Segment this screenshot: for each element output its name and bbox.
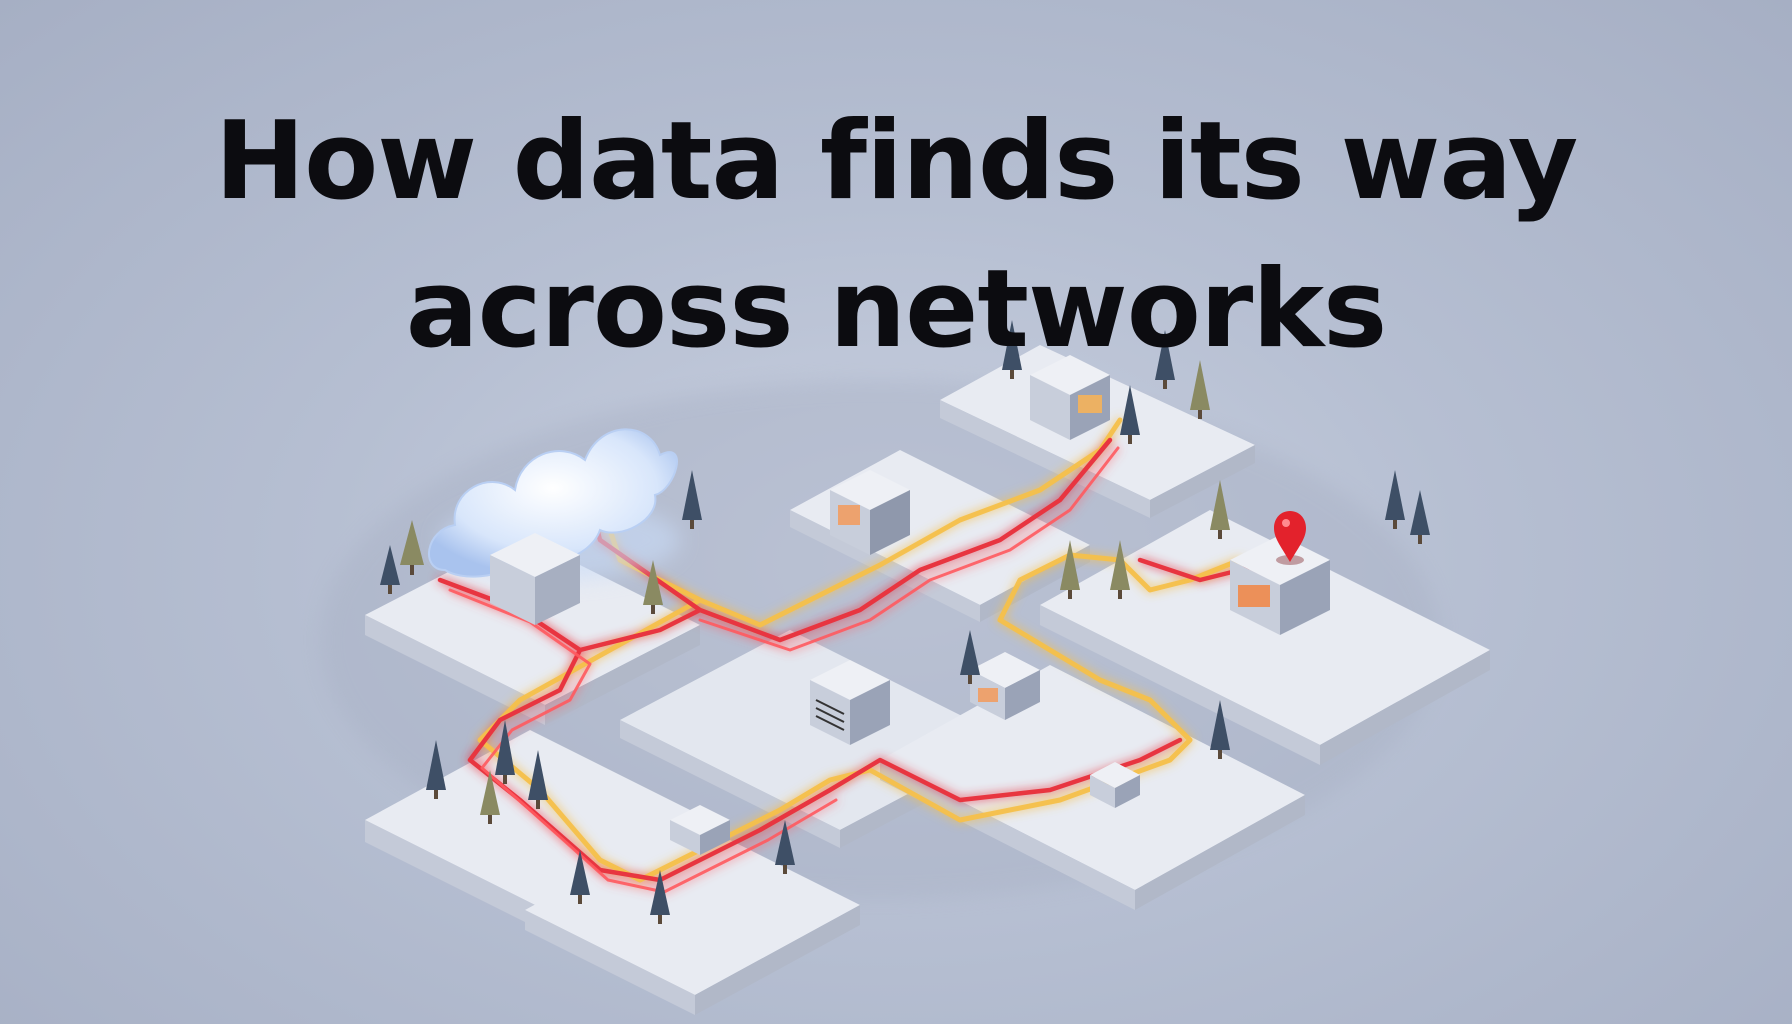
headline-line-2: across networks xyxy=(405,247,1388,372)
tree-icon xyxy=(426,740,446,799)
building-icon xyxy=(670,805,730,855)
location-pin-icon xyxy=(1274,511,1306,565)
data-paths xyxy=(437,417,1293,894)
tree-icon xyxy=(380,545,400,594)
tree-icon xyxy=(570,850,590,904)
tree-icon xyxy=(480,770,500,824)
tree-icon xyxy=(1110,540,1130,599)
tree-icon xyxy=(960,630,980,684)
server-icon xyxy=(810,660,890,745)
building-icon xyxy=(490,533,580,625)
data-path-red-2 xyxy=(448,446,1120,894)
tree-icon xyxy=(682,470,702,529)
data-path-red-1 xyxy=(437,437,1293,883)
tree-icon xyxy=(1002,320,1022,379)
tree-icon xyxy=(650,870,670,924)
tree-icon xyxy=(1120,385,1140,444)
tree-icon xyxy=(775,820,795,874)
tree-icon xyxy=(1190,360,1210,419)
headline: How data finds its way across networks xyxy=(0,88,1792,384)
headline-line-1: How data finds its way xyxy=(214,99,1579,224)
trees xyxy=(380,320,1430,924)
tree-icon xyxy=(1210,700,1230,759)
building-icon xyxy=(1030,355,1110,440)
building-icon xyxy=(1090,762,1140,808)
buildings xyxy=(490,355,1330,855)
tree-icon xyxy=(1210,480,1230,539)
tree-icon xyxy=(1060,540,1080,599)
tree-icon xyxy=(1410,490,1430,544)
tree-icon xyxy=(1155,330,1175,389)
tree-icon xyxy=(528,750,548,809)
building-icon xyxy=(1230,535,1330,635)
tree-icon xyxy=(1385,470,1405,529)
tree-icon xyxy=(400,520,424,575)
tree-icon xyxy=(495,720,515,784)
building-icon xyxy=(830,470,910,555)
building-icon xyxy=(970,652,1040,720)
tree-icon xyxy=(643,560,663,614)
